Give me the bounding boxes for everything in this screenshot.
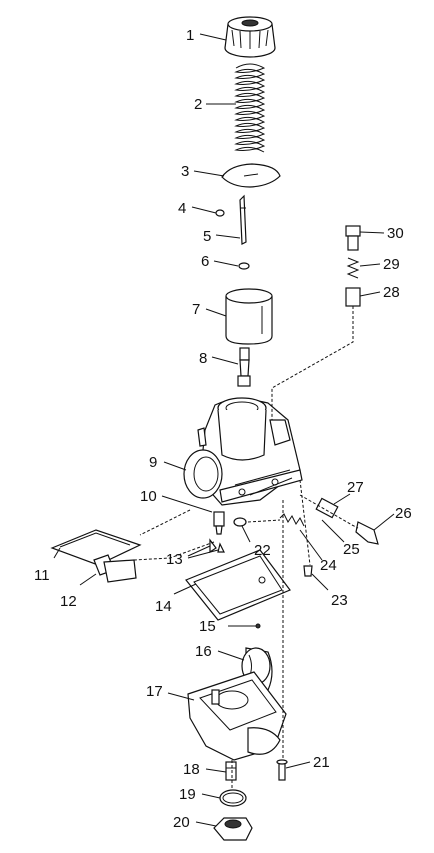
part-23-screw: [303, 565, 313, 577]
part-6-washer: [238, 262, 250, 270]
callout-22: 22: [254, 542, 271, 559]
callout-16: 16: [195, 643, 212, 660]
part-10-pilot-jet: [213, 511, 225, 535]
callout-24: 24: [320, 557, 337, 574]
callout-18: 18: [183, 761, 200, 778]
part-15-ball: [255, 623, 261, 629]
assembly-lines: [133, 306, 359, 790]
callout-30: 30: [387, 225, 404, 242]
part-28-cap: [345, 287, 361, 307]
part-17-float-bowl: [187, 671, 287, 761]
part-4-clip: [215, 209, 225, 217]
callout-20: 20: [173, 814, 190, 831]
callout-8: 8: [199, 350, 207, 367]
callout-29: 29: [383, 256, 400, 273]
part-21-screw: [276, 759, 288, 781]
callout-3: 3: [181, 163, 189, 180]
callout-13: 13: [166, 551, 183, 568]
callout-5: 5: [203, 228, 211, 245]
part-26-choke-plunger: [355, 521, 379, 545]
part-29-spring: [346, 257, 360, 279]
callout-10: 10: [140, 488, 157, 505]
part-27-nut: [315, 497, 339, 519]
callout-labels: 1 2 3 4 5 6 7 8 9 10 11 12 13 14 15 16 1…: [34, 27, 412, 831]
part-9-carburetor-body: [183, 397, 303, 506]
callout-7: 7: [192, 301, 200, 318]
part-2-spring: [234, 63, 266, 153]
callout-1: 1: [186, 27, 194, 44]
callout-14: 14: [155, 598, 172, 615]
part-22-washer: [233, 517, 247, 527]
callout-4: 4: [178, 200, 186, 217]
callout-21: 21: [313, 754, 330, 771]
part-14-bowl-gasket: [185, 549, 291, 621]
callout-26: 26: [395, 505, 412, 522]
part-7-slide: [225, 288, 273, 345]
part-1-cap: [224, 16, 276, 58]
part-20-drain-plug: [213, 817, 253, 841]
part-11-gasket-sheet: [50, 529, 142, 566]
callout-15: 15: [199, 618, 216, 635]
callout-9: 9: [149, 454, 157, 471]
part-12-tab: [93, 554, 137, 583]
callout-28: 28: [383, 284, 400, 301]
callout-27: 27: [347, 479, 364, 496]
callout-12: 12: [60, 593, 77, 610]
callout-6: 6: [201, 253, 209, 270]
part-30-fitting: [345, 225, 361, 251]
callout-11: 11: [34, 567, 50, 584]
part-18-main-jet: [225, 761, 237, 781]
leader-lines: [53, 33, 395, 827]
part-5-needle: [239, 194, 247, 245]
part-24-adjust-screw: [279, 513, 305, 527]
callout-23: 23: [331, 592, 348, 609]
callout-19: 19: [179, 786, 196, 803]
callout-2: 2: [194, 96, 202, 113]
part-3-plate: [221, 163, 281, 188]
part-19-o-ring: [219, 789, 247, 807]
part-8-jet: [237, 347, 251, 387]
callout-17: 17: [146, 683, 163, 700]
callout-25: 25: [343, 541, 360, 558]
